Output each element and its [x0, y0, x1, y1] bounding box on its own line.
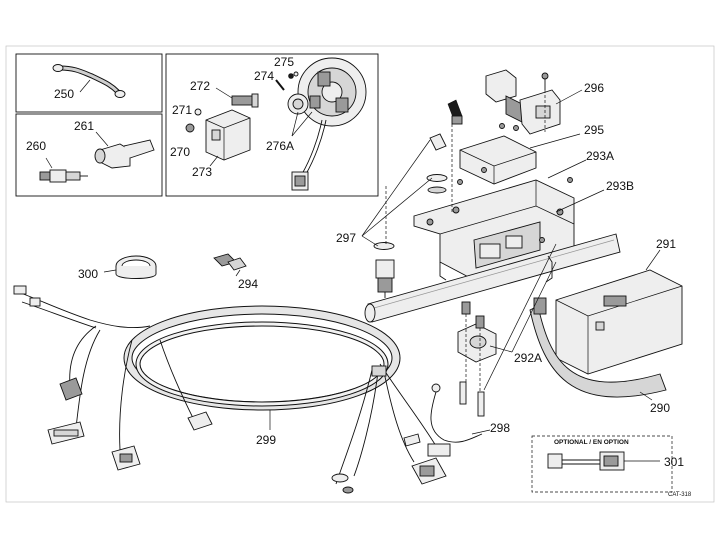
callout-295: 295	[584, 123, 604, 137]
callout-261: 261	[74, 119, 94, 133]
clamp-292a	[457, 243, 557, 417]
callout-301: 301	[664, 455, 684, 469]
callout-299: 299	[256, 433, 276, 447]
catalog-code: CAT-318	[668, 492, 692, 498]
callout-297: 297	[336, 231, 356, 245]
callout-293a: 293A	[586, 149, 614, 163]
inset-battery-cable-box	[15, 53, 163, 113]
wiring-harness-299	[13, 285, 447, 494]
relay-296	[485, 69, 583, 135]
callout-275: 275	[274, 55, 294, 69]
callout-274: 274	[254, 69, 274, 83]
callout-290: 290	[650, 401, 670, 415]
key-switch	[426, 99, 463, 194]
optional-label: OPTIONAL / EN OPTION	[554, 439, 629, 446]
regulator-295	[459, 123, 581, 185]
diagram-frame	[5, 45, 715, 503]
inset-ignition-box	[165, 53, 379, 197]
battery-291	[555, 249, 683, 375]
callout-293b: 293B	[606, 179, 634, 193]
callout-271: 271	[172, 103, 192, 117]
callout-300: 300	[78, 267, 98, 281]
bracket-293	[413, 159, 605, 283]
tape-roll-300	[103, 255, 157, 279]
fuse-294	[213, 253, 247, 277]
callout-250: 250	[54, 87, 74, 101]
callout-270: 270	[170, 145, 190, 159]
inset-spark-plug-box	[15, 113, 163, 197]
callout-273: 273	[192, 165, 212, 179]
callout-272: 272	[190, 79, 210, 93]
callout-276a: 276A	[266, 139, 294, 153]
callout-291: 291	[656, 237, 676, 251]
frame-tube	[364, 233, 621, 323]
callout-294: 294	[238, 277, 258, 291]
optional-box: OPTIONAL / EN OPTION	[531, 435, 673, 493]
pressure-switch-297	[361, 139, 433, 298]
strap-290	[529, 297, 667, 401]
callout-296: 296	[584, 81, 604, 95]
callout-292a: 292A	[514, 351, 542, 365]
callout-260: 260	[26, 139, 46, 153]
wire-298	[427, 383, 491, 457]
callout-298: 298	[490, 421, 510, 435]
